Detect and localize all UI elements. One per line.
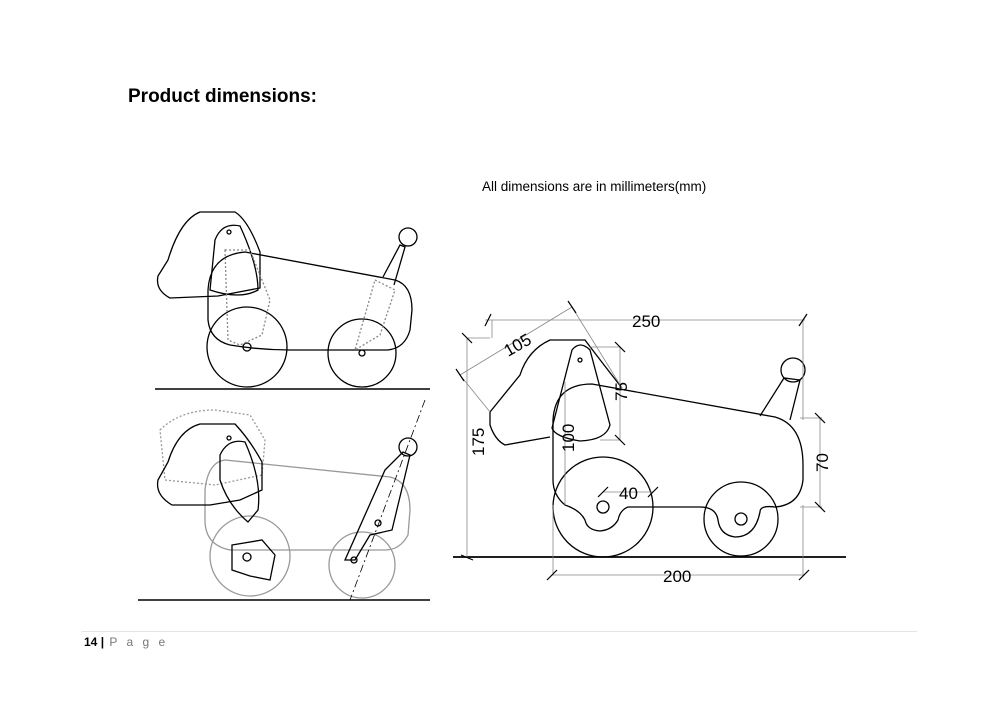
units-note: All dimensions are in millimeters(mm) — [482, 179, 707, 194]
page-number: 14 — [84, 635, 98, 649]
page-heading: Product dimensions: — [128, 86, 317, 107]
footer-separator: | — [100, 635, 105, 649]
dim-head-height: 100 — [559, 424, 578, 452]
dim-overall-length: 250 — [632, 312, 660, 331]
dim-wheelbase: 200 — [663, 567, 691, 586]
dog-side-view — [155, 211, 430, 390]
dim-body-height: 70 — [813, 453, 832, 472]
page-footer: 14 | P a g e — [84, 635, 168, 649]
footer-divider — [82, 631, 917, 632]
dim-overall-height: 175 — [469, 428, 488, 456]
dim-ear-height: 75 — [612, 382, 631, 401]
dog-motion-view — [138, 399, 430, 601]
dim-wheel-offset: 40 — [619, 484, 638, 503]
page-label: P a g e — [109, 635, 169, 649]
dimensioned-dog — [453, 300, 846, 581]
